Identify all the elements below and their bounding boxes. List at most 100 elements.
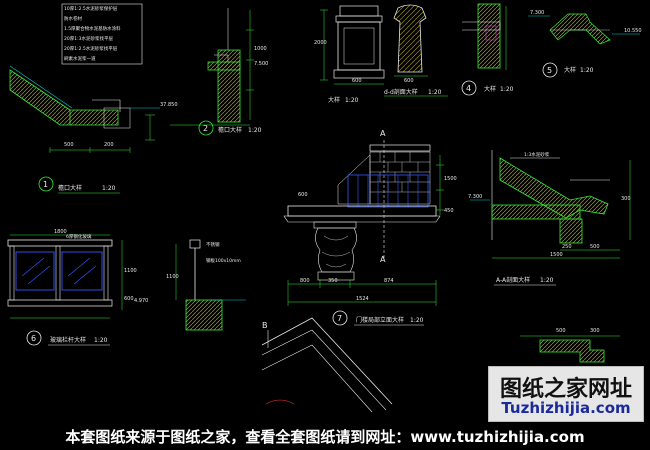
d8-title: A-A剖面大样 <box>496 276 530 284</box>
d6-index-num: 5 <box>547 66 552 75</box>
d7-title: 门楼局部立面大样 <box>356 316 404 324</box>
d3-scale: 1:20 <box>345 97 359 104</box>
detail-12-section-b: B <box>261 317 393 413</box>
glass-panel-left <box>15 251 55 291</box>
column-shaft <box>337 21 381 71</box>
d1-dim-1: 500 <box>64 142 74 148</box>
d1-title: 檐口大样 <box>58 184 82 192</box>
d1-index-circle <box>38 176 54 192</box>
d4-title: d-d剖面大样 <box>384 88 418 96</box>
d9-dim-height: 1100 <box>124 268 137 274</box>
d5-title: 大样 <box>484 85 496 93</box>
d6-level-1: 7.300 <box>530 10 544 16</box>
d6-scale: 1:20 <box>580 67 594 74</box>
d8-roof-section <box>499 157 609 219</box>
corinthian-capital <box>315 227 357 273</box>
d8-dim-250: 250 <box>562 244 572 250</box>
d9-level: 4.970 <box>134 298 148 304</box>
detail-6: 7.300 10.550 5 大样 1:20 <box>528 10 642 78</box>
detail-10-railing-post: 不锈钢 钢板100x10mm 1100 4.970 <box>134 239 246 331</box>
d5-scale: 1:20 <box>500 86 514 93</box>
d8-dim-1500: 1500 <box>550 252 563 258</box>
d6-index-circle <box>542 62 558 78</box>
roof-note-line-5: 20厚1:2.5水泥砂浆找平层 <box>64 45 118 52</box>
d7-dim-800: 800 <box>300 278 310 284</box>
roof-note-line-2: 防水卷材 <box>64 15 82 22</box>
d7-scale: 1:20 <box>410 317 424 324</box>
section-b-label: B <box>262 321 268 330</box>
d9-scale: 1:20 <box>94 337 108 344</box>
detail-11: 500 300 <box>520 328 620 363</box>
d7-dim-350: 350 <box>328 278 338 284</box>
d7-dim-600: 600 <box>298 192 308 198</box>
detail-2-wall: 1000 7.500 2 檐口大样 1:20 <box>170 8 268 136</box>
detail-3-column: 2000 600 大样 1:20 <box>314 5 385 104</box>
detail-1-eave: 10厚1:2.5水泥砂浆保护层 防水卷材 1.5厚聚合物水泥基防水涂料 20厚1… <box>9 3 178 194</box>
d8-scale: 1:20 <box>540 277 554 284</box>
roof-note-line-6: 刷素水泥浆一道 <box>64 55 96 62</box>
section-a-bottom: A <box>380 255 386 264</box>
watermark-box: 图纸之家网址 Tuzhizhijia.com <box>488 366 644 422</box>
d5-index-num: 4 <box>466 84 471 93</box>
d7-index-num: 7 <box>337 314 342 323</box>
handrail <box>7 239 113 247</box>
d4-scale: 1:20 <box>428 89 442 96</box>
d7-index-circle <box>332 310 348 326</box>
d8-level: 7.300 <box>468 194 482 200</box>
d9-title: 玻璃栏杆大样 <box>50 336 86 344</box>
d2-dim: 1000 <box>254 46 267 52</box>
detail-9-glass-railing: 1800 6厚钢化玻璃 1100 600 6 玻璃栏杆大样 1:20 <box>7 229 137 346</box>
roof-note-line-1: 10厚1:2.5水泥砂浆保护层 <box>64 5 118 12</box>
detail-4-section: 600 d-d剖面大样 1:20 <box>384 4 448 97</box>
watermark-en: Tuzhizhijia.com <box>501 399 631 417</box>
roof-slab <box>9 69 71 126</box>
detail-8-section-aa: 1:3水泥砂浆 7.300 300 250 500 1500 A-A剖面大样 1… <box>468 150 631 286</box>
d9-index-circle <box>26 330 42 346</box>
d7-dim-height-1: 1500 <box>444 176 457 182</box>
watermark-cn: 图纸之家网址 <box>499 377 632 402</box>
d3-title: 大样 <box>328 96 340 104</box>
d4-dim: 600 <box>404 78 414 84</box>
d7-dim-total: 1524 <box>356 296 369 302</box>
d1-level: 37.850 <box>160 102 178 108</box>
d9-dim-600: 600 <box>124 296 134 302</box>
d10-base <box>185 299 223 331</box>
d2-index-num: 2 <box>203 124 208 133</box>
d7-cornice <box>287 205 437 217</box>
d2-title: 檐口大样 <box>218 126 242 134</box>
detail-5: 4 大样 1:20 <box>461 3 514 96</box>
d10-dim: 1100 <box>166 274 179 280</box>
d9-dim-top: 1800 <box>54 229 67 235</box>
d5-index-circle <box>461 80 477 96</box>
d7-dim-height-2: 450 <box>444 208 454 214</box>
d10-pipe-note: 不锈钢 <box>206 241 220 248</box>
d4-section-profile <box>393 4 427 73</box>
roof-ridge-line <box>261 317 393 405</box>
d2-index-circle <box>198 120 214 136</box>
roof-note-line-3: 1.5厚聚合物水泥基防水涂料 <box>64 25 121 32</box>
d2-wall <box>217 49 241 123</box>
d6-level-2: 10.550 <box>624 28 642 34</box>
d11-dim-1: 500 <box>556 328 566 334</box>
d1-scale: 1:20 <box>102 185 116 192</box>
d7-dim-874: 874 <box>384 278 394 284</box>
glass-panel-right <box>61 251 103 291</box>
d2-level: 7.500 <box>254 61 268 67</box>
roof-note-line-4: 20厚1:3水泥砂浆找平层 <box>64 35 113 42</box>
d8-dim-300: 300 <box>621 196 631 202</box>
d9-glass-note: 6厚钢化玻璃 <box>66 233 92 240</box>
d3-dim: 2000 <box>314 40 327 46</box>
d8-dim-500: 500 <box>590 244 600 250</box>
d9-index-num: 6 <box>31 334 36 343</box>
d2-scale: 1:20 <box>248 127 262 134</box>
d10-rail-note: 钢板100x10mm <box>206 257 241 264</box>
detail-7-gate-elevation: A A 1500 450 600 800 350 874 1524 7 门楼局部… <box>283 129 457 326</box>
d11-dim-2: 300 <box>590 328 600 334</box>
d6-title: 大样 <box>564 66 576 74</box>
d8-note: 1:3水泥砂浆 <box>524 151 550 158</box>
d3-dim-2: 600 <box>352 78 362 84</box>
section-a-top: A <box>380 129 386 138</box>
footer-notice: 本套图纸来源于图纸之家，查看全套图纸请到网址：www.tuzhizhijia.c… <box>65 428 585 446</box>
